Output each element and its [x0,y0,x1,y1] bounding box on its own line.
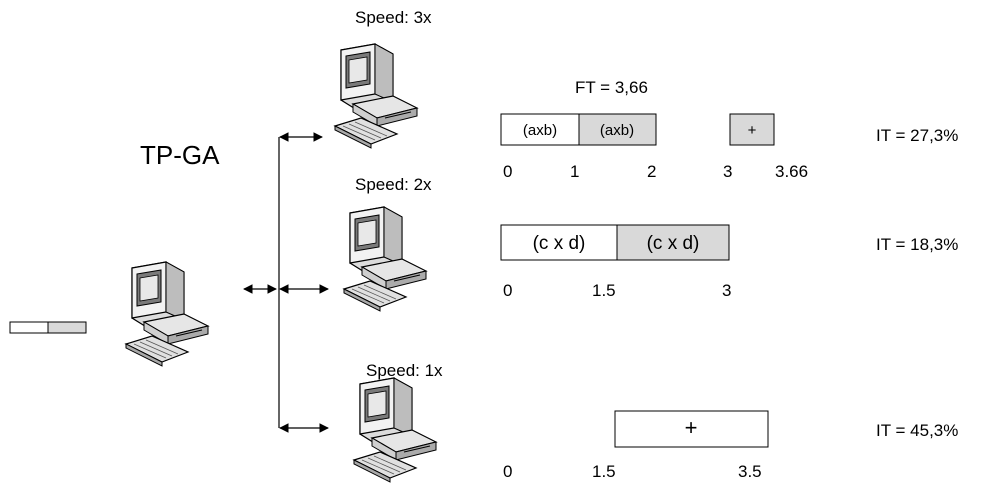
task-label-w3-1: + [685,415,698,440]
task-label-w2-1: (c x d) [533,233,586,254]
ft-label: FT = 3,66 [575,78,648,97]
task-label-w1-3: + [748,122,757,139]
tick-w1-3: 3 [723,162,732,181]
chromosome-left-segment [9,321,49,334]
worker-computer-icon-2 [343,206,427,312]
task-label-w1-2: (axb) [600,122,634,139]
task-block-w1-1 [500,113,580,146]
tick-w2-2: 3 [722,281,731,300]
speed-label-1: Speed: 3x [355,8,432,27]
tick-w3-1: 1.5 [592,462,616,481]
chromosome-right-segment [47,321,87,334]
task-block-w3-1 [614,410,769,448]
speed-label-2: Speed: 2x [355,175,432,194]
task-label-w1-1: (axb) [523,122,557,139]
task-block-w1-2 [578,113,657,146]
tick-w3-2: 3.5 [738,462,762,481]
tick-w2-0: 0 [503,281,512,300]
tick-w1-4: 3.66 [775,162,808,181]
task-label-w2-2: (c x d) [647,233,700,254]
idle-time-label-w3: IT = 45,3% [876,421,958,440]
master-computer-icon [125,261,209,367]
tick-w3-0: 0 [503,462,512,481]
tick-w2-1: 1.5 [592,281,616,300]
diagram-title: TP-GA [140,140,220,170]
idle-time-label-w2: IT = 18,3% [876,235,958,254]
worker-computer-icon-3 [353,377,437,483]
speed-label-3: Speed: 1x [366,361,443,380]
idle-time-label-w1: IT = 27,3% [876,126,958,145]
worker-computer-icon-1 [334,43,418,149]
tick-w1-1: 1 [570,162,579,181]
task-block-w1-3 [729,113,775,146]
tick-w1-2: 2 [647,162,656,181]
tick-w1-0: 0 [503,162,512,181]
task-block-w2-2 [616,224,730,261]
